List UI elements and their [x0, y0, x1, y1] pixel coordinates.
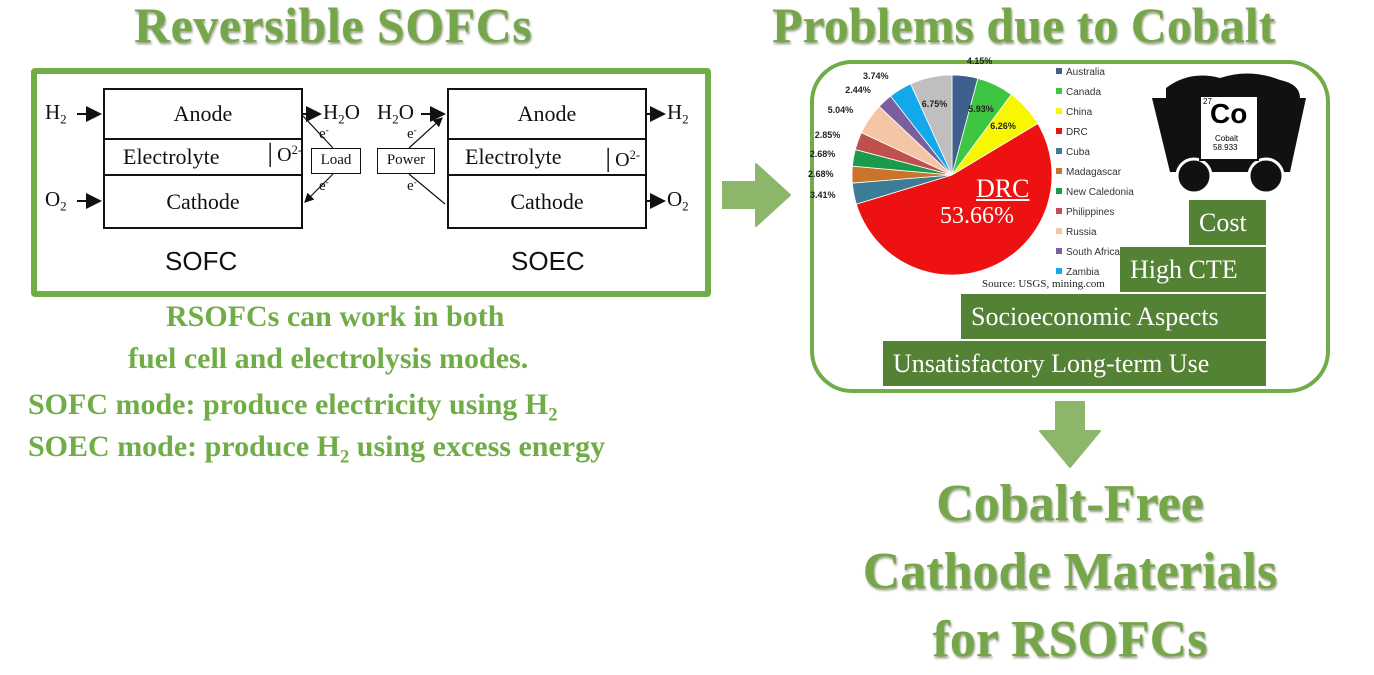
element-mass: 58.933 — [1213, 143, 1238, 152]
electron-label: e- — [407, 125, 417, 142]
legend-label: Russia — [1066, 227, 1097, 238]
legend-item: Zambia — [1056, 267, 1099, 278]
legend-label: New Caledonia — [1066, 187, 1134, 198]
legend-label: Cuba — [1066, 147, 1090, 158]
pie-data-label: 2.85% — [814, 130, 841, 141]
pie-data-label: 6.26% — [990, 120, 1016, 131]
legend-label: South Africa — [1066, 247, 1120, 258]
power-box: Power — [377, 148, 435, 174]
conclusion-line3: for RSOFCs — [932, 611, 1208, 668]
legend-label: Philippines — [1066, 207, 1115, 218]
legend-swatch — [1056, 228, 1062, 234]
legend-swatch — [1056, 188, 1062, 194]
legend-label: Canada — [1066, 87, 1102, 98]
problem-bar-cost: Cost — [1189, 200, 1266, 245]
legend-label: Zambia — [1066, 267, 1100, 278]
sofc-h2-in: H2 — [45, 100, 67, 127]
legend-item: Cuba — [1056, 147, 1090, 158]
legend-swatch — [1056, 248, 1062, 254]
soec-o2-out: O2 — [667, 187, 689, 214]
legend-label: Australia — [1066, 67, 1105, 78]
sofc-cathode: Cathode — [103, 174, 303, 229]
element-number: 27 — [1203, 97, 1212, 106]
pie-data-label: 6.75% — [921, 98, 948, 109]
legend-item: Australia — [1056, 67, 1105, 78]
soec-anode: Anode — [447, 88, 647, 140]
pie-data-label: 2.68% — [808, 168, 834, 179]
pie-slice-other — [910, 74, 953, 176]
soec-mode-text: SOEC mode: produce H2 using excess energ… — [28, 430, 606, 468]
pie-data-label: 5.04% — [827, 105, 854, 115]
pie-data-label: 2.68% — [809, 149, 836, 160]
problem-bar-socioeconomic: Socioeconomic Aspects — [961, 294, 1266, 339]
source-note: Source: USGS, mining.com — [982, 278, 1105, 290]
legend-label: China — [1066, 107, 1093, 118]
right-title: Problems due to Cobalt — [772, 0, 1276, 53]
sofc-label: SOFC — [165, 246, 238, 276]
legend-label: Madagascar — [1066, 167, 1122, 178]
pie-slice-drc — [855, 123, 1053, 276]
pie-data-label: 4.15% — [966, 55, 993, 66]
mine-cart-icon — [1152, 73, 1306, 195]
right-arrow-icon — [722, 163, 791, 227]
sofc-h2o-out: H2O — [323, 100, 360, 127]
soec-cathode: Cathode — [447, 174, 647, 229]
legend-swatch — [1056, 208, 1062, 214]
legend-swatch — [1056, 88, 1062, 94]
pie-big-label-drc: DRC — [976, 174, 1030, 203]
sofc-o2-in: O2 — [45, 187, 67, 214]
cobalt-production-pie-chart — [851, 74, 1053, 276]
element-name: Cobalt — [1215, 134, 1239, 143]
soec-electrolyte: Electrolyte │O2- — [447, 138, 647, 176]
conclusion-line2: Cathode Materials — [862, 543, 1278, 600]
legend-label: DRC — [1066, 127, 1088, 138]
pie-data-label: 5.93% — [968, 104, 994, 115]
element-symbol: Co — [1210, 98, 1248, 129]
pie-big-pct: 53.66% — [940, 203, 1014, 229]
legend-item: DRC — [1056, 127, 1088, 138]
conclusion-title: Cobalt-Free Cathode Materials for RSOFCs — [800, 470, 1340, 674]
pie-data-label: 3.74% — [863, 71, 889, 82]
problem-bar-high-cte: High CTE — [1120, 247, 1266, 292]
pie-data-label: 3.41% — [810, 190, 836, 201]
legend-item: Russia — [1056, 227, 1097, 238]
sofc-anode: Anode — [103, 88, 303, 140]
soec-label: SOEC — [511, 246, 585, 276]
sofc-mode-text: SOFC mode: produce electricity using H2 — [28, 388, 558, 426]
legend-item: Canada — [1056, 87, 1101, 98]
conclusion-line1: Cobalt-Free — [936, 475, 1204, 532]
legend-item: Madagascar — [1056, 167, 1121, 178]
legend-swatch — [1056, 168, 1062, 174]
load-box: Load — [311, 148, 361, 174]
legend-swatch — [1056, 128, 1062, 134]
legend-swatch — [1056, 68, 1062, 74]
soec-h2-out: H2 — [667, 100, 689, 127]
soec-h2o-in: H2O — [377, 100, 414, 127]
legend-item: South Africa — [1056, 247, 1120, 258]
rsofc-diagram-panel: Anode Electrolyte │O2- Cathode Anode Ele… — [31, 68, 711, 297]
legend-item: Philippines — [1056, 207, 1114, 218]
electron-label: e- — [319, 177, 329, 194]
legend-swatch — [1056, 108, 1062, 114]
rsofc-desc-line2: fuel cell and electrolysis modes. — [128, 342, 529, 375]
problem-bar-long-term-use: Unsatisfactory Long-term Use — [883, 341, 1266, 386]
electron-label: e- — [319, 125, 329, 142]
legend-item: China — [1056, 107, 1092, 118]
down-arrow-icon — [1039, 401, 1101, 468]
rsofc-desc-line1: RSOFCs can work in both — [166, 300, 505, 333]
legend-item: New Caledonia — [1056, 187, 1134, 198]
legend-swatch — [1056, 268, 1062, 274]
legend-swatch — [1056, 148, 1062, 154]
left-title: Reversible SOFCs — [134, 0, 533, 53]
pie-data-label: 2.44% — [845, 84, 871, 95]
electron-label: e- — [407, 177, 417, 194]
diagram-arrows — [77, 106, 666, 209]
